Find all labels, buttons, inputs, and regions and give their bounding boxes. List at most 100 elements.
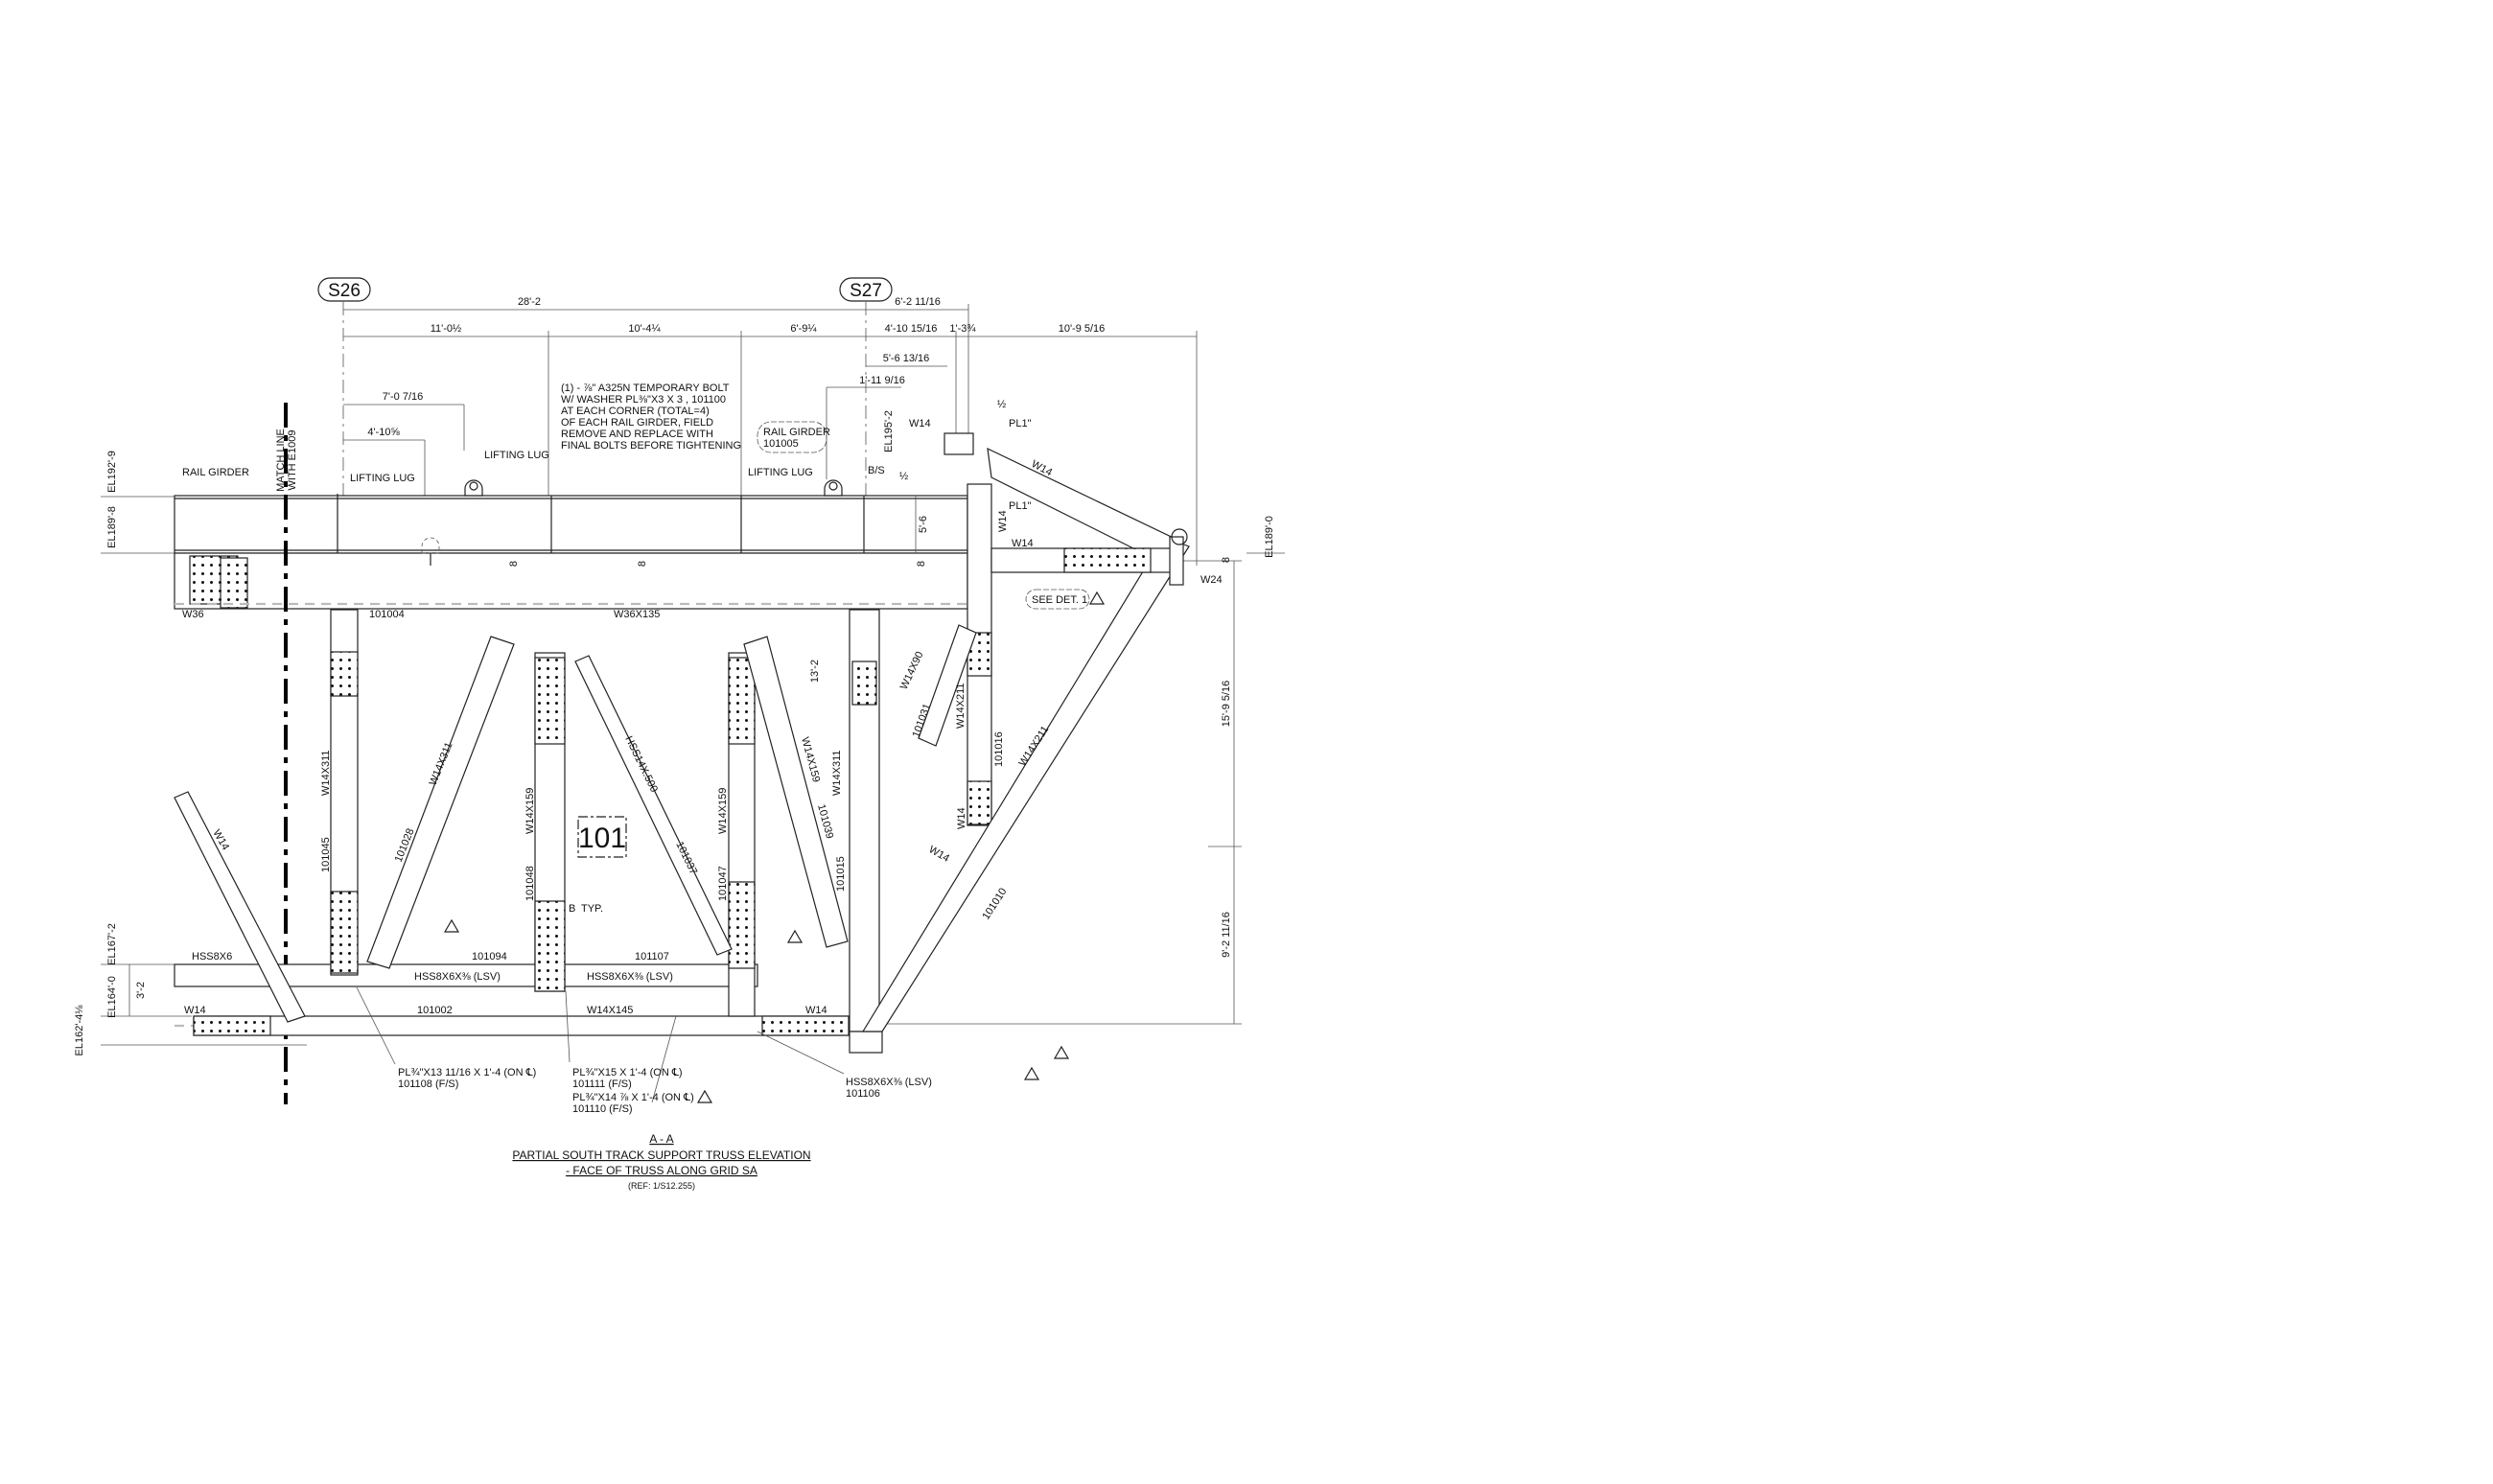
elevation-label: EL189'-0 <box>1264 516 1275 558</box>
label-rail-girder: RAIL GIRDER <box>182 467 249 478</box>
label-size: W14X159 <box>717 788 729 834</box>
label-typ: TYP. <box>581 903 603 915</box>
label-size: W14 <box>997 510 1009 532</box>
note-line: W/ WASHER PL⅜"X3 X 3 , 101100 <box>561 394 726 406</box>
label-size: W14X145 <box>587 1005 633 1016</box>
elevation-label: EL192'-9 <box>106 451 118 493</box>
member-centerlines <box>175 602 967 1028</box>
label-lifting-lug: LIFTING LUG <box>748 467 813 478</box>
lifting-lug <box>421 537 440 566</box>
dim-5-6-13: 5'-6 13/16 <box>883 353 930 364</box>
dim-8: 8 <box>508 561 520 567</box>
section-marker-b[interactable]: B <box>569 903 575 915</box>
callout-text: 101108 (F/S) <box>398 1078 458 1090</box>
label-cloud: 101005 <box>763 438 799 450</box>
diagonal-101010 <box>861 536 1190 1032</box>
title-line: PARTIAL SOUTH TRACK SUPPORT TRUSS ELEVAT… <box>512 1148 810 1162</box>
grid-label: S27 <box>850 281 882 301</box>
revision-triangle-icons <box>443 591 1106 1103</box>
see-detail-link[interactable]: SEE DET. 1 <box>1032 594 1087 606</box>
label-cloud: RAIL GIRDER <box>763 427 830 438</box>
elevation-label: EL189'-8 <box>106 506 118 548</box>
revision-cloud <box>1025 589 1090 610</box>
label-mark: 101004 <box>369 609 405 620</box>
callout-text: PL¾"X14 ⅞ X 1'-4 (ON ℄) <box>572 1092 694 1103</box>
diagonal-101028 <box>366 636 515 969</box>
label-size: W14 <box>1012 538 1034 549</box>
label-size: W14X90 <box>898 650 926 691</box>
match-line-label: WITH E1009 <box>287 430 298 491</box>
dim-seg5: 1'-3¾ <box>949 323 976 335</box>
diagonal-101037 <box>574 655 733 956</box>
note-line: OF EACH RAIL GIRDER, FIELD <box>561 417 713 429</box>
label-w36: W36 <box>182 609 204 620</box>
label-mark: 101010 <box>980 886 1009 921</box>
title-line: - FACE OF TRUSS ALONG GRID SA <box>566 1164 757 1177</box>
dim-7-0-7: 7'-0 7/16 <box>383 391 423 403</box>
callout-text: PL¾"X13 11/16 X 1'-4 (ON ℄) <box>398 1067 536 1078</box>
w14-stub <box>944 432 974 455</box>
dim-overall: 28'-2 <box>518 296 541 308</box>
grid-bubble-s27: S27 <box>839 277 893 302</box>
label-size: W14X311 <box>831 751 843 797</box>
callout-text: PL¾"X15 X 1'-4 (ON ℄) <box>572 1067 683 1078</box>
label-mark: 101048 <box>524 866 536 901</box>
callout-text: 101111 (F/S) <box>572 1078 632 1090</box>
hss-strut <box>174 963 758 987</box>
elevation-label: EL195'-2 <box>883 410 895 452</box>
lifting-lug <box>824 479 843 497</box>
label-size: W24 <box>1200 574 1223 586</box>
rail-girder <box>174 494 968 610</box>
dim-seg2: 10'-4¼ <box>628 323 661 335</box>
label-plate: PL1" <box>1009 418 1032 429</box>
elevation-label: EL164'-0 <box>106 976 118 1018</box>
label-bs: B/S <box>868 465 885 476</box>
label-mark: 101016 <box>993 731 1005 767</box>
label-mark: 101015 <box>835 856 847 892</box>
splice-plate <box>193 1015 271 1036</box>
callout-text: 101106 <box>846 1088 880 1100</box>
label-size: W14 <box>909 418 931 429</box>
splice-plate <box>1063 547 1152 573</box>
column-101015 <box>849 609 883 1054</box>
dim-overall-right: 6'-2 11/16 <box>895 296 941 308</box>
dimension-lines <box>101 304 1285 1046</box>
label-weld: ½ <box>997 399 1006 410</box>
label-mark: 101045 <box>320 837 332 872</box>
label-mark: 101107 <box>635 951 669 962</box>
girder-dimensions: 5'-6 8 8 8 8 <box>508 496 1232 567</box>
label-mark: 101002 <box>417 1005 453 1016</box>
label-size: W14 <box>927 844 952 865</box>
dim-seg6: 10'-9 5/16 <box>1059 323 1106 335</box>
label-mark: 101047 <box>717 866 729 901</box>
plate-callouts: PL¾"X13 11/16 X 1'-4 (ON ℄) 101108 (F/S)… <box>356 986 932 1115</box>
label-size: W14 <box>805 1005 827 1016</box>
dim-seg4: 4'-10 15/16 <box>885 323 938 335</box>
note-line: AT EACH CORNER (TOTAL=4) <box>561 406 710 417</box>
note-line: FINAL BOLTS BEFORE TIGHTENING <box>561 440 741 452</box>
diagonal-101039 <box>743 636 849 948</box>
dim-seg3: 6'-9¼ <box>790 323 817 335</box>
note-line: (1) - ⅞" A325N TEMPORARY BOLT <box>561 383 730 394</box>
note-line: REMOVE AND REPLACE WITH <box>561 429 713 440</box>
callout-text: HSS8X6X⅜ (LSV) <box>846 1077 932 1088</box>
dim-3-2: 3'-2 <box>135 982 147 999</box>
label-lifting-lug: LIFTING LUG <box>350 473 415 484</box>
revision-cloud <box>757 421 827 453</box>
label-lifting-lug: LIFTING LUG <box>484 450 549 461</box>
assembly-tag-101: 101 <box>577 816 627 858</box>
label-size: W14 <box>956 807 967 829</box>
dim-13-2: 13'-2 <box>809 660 821 683</box>
dim-4-10-5: 4'-10⅝ <box>367 427 400 438</box>
section-label: A - A <box>649 1132 673 1146</box>
label-size: HSS8X6 <box>192 951 232 962</box>
elevation-label: EL162'-4⅛ <box>74 1005 85 1056</box>
grid-label: S26 <box>328 281 361 301</box>
dim-seg1: 11'-0½ <box>431 323 461 335</box>
column-101016 <box>967 483 992 826</box>
grid-bubble-s26: S26 <box>317 277 371 302</box>
column-101048 <box>534 652 566 992</box>
w24-end <box>1169 528 1188 586</box>
svg-text:101: 101 <box>578 823 626 854</box>
